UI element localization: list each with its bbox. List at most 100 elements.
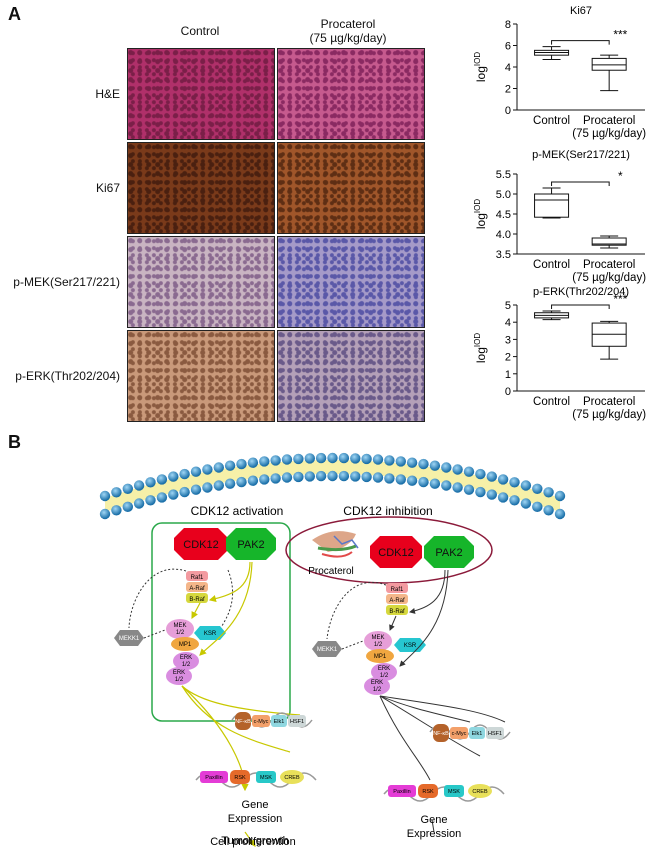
x-tick-label: Control	[533, 115, 570, 127]
y-axis-label: logIOD	[473, 333, 488, 363]
y-tick-label: 4	[505, 317, 511, 329]
row-label: Ki67	[95, 181, 120, 195]
row-label: p-MEK(Ser217/221)	[13, 275, 120, 289]
gene-expression-right-line1: Gene	[421, 814, 448, 826]
svg-text:PAK2: PAK2	[435, 547, 462, 559]
svg-text:MEKK1: MEKK1	[119, 636, 140, 642]
svg-text:c-Myc: c-Myc	[452, 731, 467, 737]
cmyc-node-right: c-Myc	[450, 727, 468, 739]
box	[591, 57, 627, 71]
tf-row-left: NF-κB c-Myc Elk1 HSF1	[231, 712, 313, 730]
column-header-procaterol-line1: Procaterol	[320, 17, 376, 31]
y-tick-label: 6	[505, 41, 511, 53]
mp1-node-left: MP1	[171, 637, 199, 651]
x-tick-sublabel: (75 µg/kg/day)	[572, 409, 646, 421]
svg-text:Paxillin: Paxillin	[393, 789, 410, 795]
x-tick-label: Procaterol	[583, 396, 635, 408]
y-tick-label: 8	[505, 19, 511, 31]
significance-bracket	[551, 181, 610, 186]
svg-text:1/2: 1/2	[182, 662, 191, 668]
row-label: p-ERK(Thr202/204)	[15, 369, 120, 383]
svg-text:Raf1: Raf1	[191, 575, 204, 581]
procaterol-label: Procaterol	[308, 566, 354, 577]
hsf1-node-right: HSF1	[486, 727, 504, 739]
paxillin-node-right: Paxillin	[388, 785, 416, 797]
svg-text:1/2: 1/2	[373, 687, 382, 693]
chart-title: Ki67	[570, 5, 592, 17]
significance-bracket	[551, 40, 610, 45]
y-axis-label: logIOD	[473, 52, 488, 82]
araf-node-right: A-Raf	[386, 594, 408, 604]
gene-expression-right-line2: Expression	[407, 828, 461, 840]
y-tick-label: 4	[505, 62, 511, 74]
column-header-procaterol-line2: (75 µg/kg/day)	[309, 31, 387, 45]
svg-text:CDK12: CDK12	[183, 539, 218, 551]
box	[534, 193, 570, 218]
svg-text:c-Myc: c-Myc	[254, 719, 269, 725]
column-header-control: Control	[180, 24, 220, 38]
braf-node-right: B-Raf	[386, 605, 408, 615]
tf-row-right: NF-κB c-Myc Elk1 HSF1	[429, 724, 511, 742]
panel-a-letter: A	[8, 4, 21, 24]
braf-node-left: B-Raf	[186, 593, 208, 603]
micrograph-control	[127, 48, 275, 140]
svg-text:MEK: MEK	[173, 623, 186, 629]
svg-text:1/2: 1/2	[380, 673, 389, 679]
araf-node-left: A-Raf	[186, 582, 208, 592]
svg-text:CREB: CREB	[472, 789, 488, 795]
y-tick-label: 0	[505, 105, 511, 117]
ksr-node-left: KSR	[194, 626, 226, 640]
x-tick-label: Procaterol	[583, 259, 635, 271]
outcome-cell-proliferation: Cell proliferention	[210, 836, 296, 848]
svg-text:NF-κB: NF-κB	[433, 731, 449, 737]
ksr-node-right: KSR	[394, 638, 426, 652]
significance-marker: ***	[613, 292, 627, 306]
pathway-diagram: CDK12 activation CDK12 inhibition CDK12 …	[99, 452, 566, 848]
creb-node-right: CREB	[468, 784, 492, 798]
svg-text:Raf1: Raf1	[391, 587, 404, 593]
effector-row-left: Paxillin RSK MSK CREB	[195, 770, 317, 788]
outcome-tumor-growth: Tumor growth	[221, 835, 288, 847]
hsf1-node-left: HSF1	[288, 715, 306, 727]
pak2-node-left: PAK2	[226, 528, 276, 560]
creb-node-left: CREB	[280, 770, 304, 784]
x-tick-label: Control	[533, 396, 570, 408]
paxillin-node-left: Paxillin	[200, 771, 228, 783]
x-tick-sublabel: (75 µg/kg/day)	[572, 128, 646, 140]
cell-membrane	[99, 452, 566, 520]
svg-text:1/2: 1/2	[374, 642, 383, 648]
micrograph-control	[127, 236, 275, 328]
y-tick-label: 2	[505, 352, 511, 364]
y-tick-label: 5.5	[496, 169, 511, 181]
svg-text:B-Raf: B-Raf	[189, 597, 205, 603]
y-tick-label: 5.0	[496, 189, 511, 201]
micrograph-procaterol	[277, 142, 425, 234]
svg-text:1/2: 1/2	[176, 630, 185, 636]
svg-text:Elk1: Elk1	[472, 731, 483, 737]
svg-text:ERK: ERK	[378, 666, 390, 672]
svg-text:HSF1: HSF1	[488, 731, 502, 737]
nfkb-node-right: NF-κB	[433, 724, 449, 742]
elk1-node-right: Elk1	[469, 727, 485, 739]
gene-expression-left-line2: Expression	[228, 813, 282, 825]
rsk-node-left: RSK	[230, 770, 250, 784]
svg-text:MSK: MSK	[448, 789, 460, 795]
significance-bracket	[551, 304, 610, 310]
y-tick-label: 1	[505, 369, 511, 381]
micrograph-control	[127, 142, 275, 234]
chart-title: p-ERK(Thr202/204)	[533, 286, 629, 298]
micrograph-control	[127, 330, 275, 422]
chart-p-mek: p-MEK(Ser217/221)3.54.04.55.05.5logIODCo…	[473, 149, 646, 284]
y-tick-label: 3	[505, 334, 511, 346]
nfkb-node-left: NF-κB	[235, 712, 251, 730]
y-tick-label: 4.5	[496, 209, 511, 221]
x-tick-label: Control	[533, 259, 570, 271]
svg-text:Paxillin: Paxillin	[205, 775, 222, 781]
x-tick-label: Procaterol	[583, 115, 635, 127]
svg-text:RSK: RSK	[234, 775, 246, 781]
